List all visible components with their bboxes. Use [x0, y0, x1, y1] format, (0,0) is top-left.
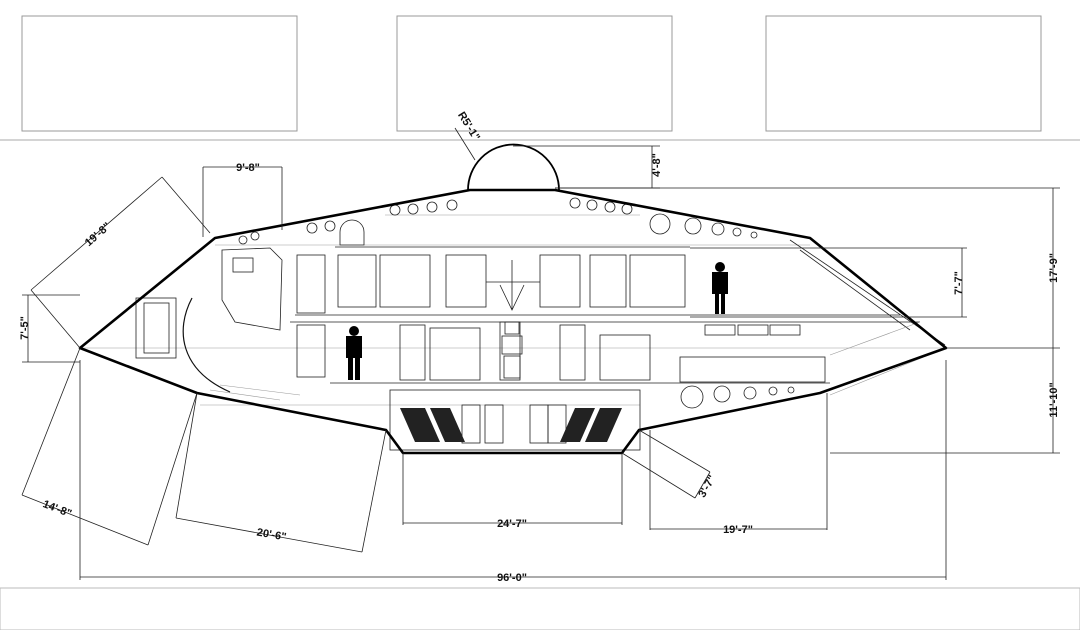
left-module [135, 247, 326, 401]
title-block-center [396, 15, 673, 132]
dim-bottom-flat-width: 24'-7" [497, 518, 527, 530]
bottom-band [0, 587, 1080, 630]
robot-figure [501, 321, 523, 379]
title-block-right [765, 15, 1042, 132]
lower-deck [389, 321, 826, 451]
dimension-labels: 9'-8" R5'-1" 4'-8" 19'-8" 7'-5" 7'-7" 17… [19, 110, 1060, 584]
interior-detail [80, 197, 947, 451]
dim-nose-height: 7'-5" [19, 316, 31, 340]
dim-lower-right-step: 3'-7" [696, 473, 718, 500]
portholes [238, 197, 795, 409]
dim-upper-nose-edge: 19'-8" [83, 220, 113, 249]
dim-upper-hull-height: 17'-9" [1048, 253, 1060, 283]
dim-top-module-width: 9'-8" [236, 162, 260, 174]
observation-dome [467, 143, 560, 191]
dim-overall-length: 96'-0" [497, 572, 527, 584]
hull-outline [78, 188, 948, 455]
title-band [0, 15, 1080, 141]
dim-upper-deck-height: 7'-7" [953, 271, 965, 295]
dim-lower-right-edge: 19'-7" [723, 524, 753, 536]
floor-grates [400, 408, 622, 442]
human-figure-lower [346, 326, 362, 380]
dim-lower-left-edge: 20'-6" [256, 527, 287, 544]
dim-dome-radius: R5'-1" [455, 110, 482, 143]
title-block-left [21, 15, 298, 132]
dim-lower-nose-edge: 14'-8" [41, 498, 73, 520]
human-figure-upper [712, 262, 728, 314]
dim-lower-hull-height: 11'-10" [1048, 382, 1060, 417]
upper-cabins [337, 254, 686, 311]
dim-dome-height: 4'-8" [651, 153, 663, 177]
dimension-lines [21, 127, 1060, 580]
